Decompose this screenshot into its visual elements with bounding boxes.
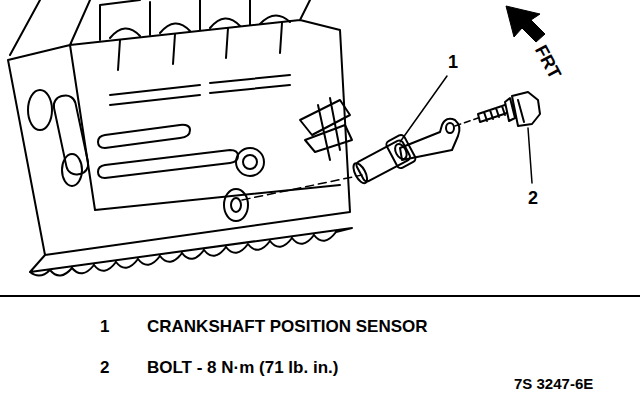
sensor-bore bbox=[231, 198, 241, 212]
bracket-hole bbox=[446, 123, 454, 133]
leader-line bbox=[528, 128, 532, 183]
sensor-body bbox=[349, 134, 417, 189]
legend-number: 2 bbox=[100, 359, 109, 376]
callout-number: 1 bbox=[448, 53, 458, 71]
seal-ring bbox=[243, 155, 257, 169]
part-name: BOLT - 8 N·m (71 lb. in.) bbox=[147, 359, 338, 376]
leader-line bbox=[400, 76, 447, 142]
block-boss bbox=[52, 94, 90, 177]
sensor-body bbox=[355, 139, 411, 183]
block-hole bbox=[28, 90, 52, 130]
sensor-bracket bbox=[400, 119, 459, 160]
front-indicator: FRT bbox=[532, 42, 564, 81]
separator-rule bbox=[0, 295, 640, 297]
part-name: CRANKSHAFT POSITION SENSOR bbox=[147, 318, 428, 335]
legend-number: 1 bbox=[100, 318, 109, 335]
block-slots bbox=[98, 75, 290, 178]
cylinder-head bbox=[100, 0, 290, 70]
front-arrow bbox=[506, 6, 545, 42]
bolt-head bbox=[505, 92, 540, 126]
bolt-thread bbox=[478, 105, 507, 122]
sensor-path bbox=[242, 175, 362, 200]
seal-ring bbox=[236, 148, 264, 176]
callout-number: 2 bbox=[528, 189, 538, 207]
sensor-bore bbox=[224, 189, 248, 221]
engine-block bbox=[8, 0, 352, 276]
sensor-tip bbox=[351, 161, 370, 185]
figure-code: 7S 3247-6E bbox=[514, 376, 593, 391]
bolt-path bbox=[455, 118, 478, 126]
fan-bracket bbox=[300, 98, 352, 160]
